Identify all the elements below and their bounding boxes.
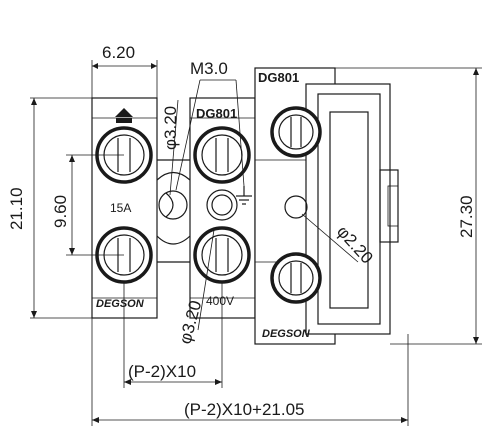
screw-top-middle <box>193 126 251 184</box>
dim-height-pitch: 9.60 <box>51 195 70 228</box>
mounting-hole-right <box>284 195 308 219</box>
up-arrow-icon <box>115 108 133 123</box>
dim-width-module: 6.20 <box>102 43 135 62</box>
dim-height-overall-right: 27.30 <box>457 195 476 238</box>
dimension-lines <box>30 60 482 426</box>
label-brand-left: DEGSON <box>96 298 145 310</box>
mounting-hole-left <box>158 190 188 220</box>
dim-length-formula: (P-2)X10+21.05 <box>184 400 305 419</box>
label-model-side: DG801 <box>258 70 299 85</box>
ground-icon <box>236 186 252 205</box>
screw-bottom-right <box>270 252 322 304</box>
label-model-top: DG801 <box>196 106 237 121</box>
dim-hole-dia-top: φ3.20 <box>161 106 180 150</box>
right-housing-body <box>254 67 399 345</box>
mounting-hole-center <box>206 189 238 221</box>
dim-hole-dia-bottom: φ3.20 <box>176 298 206 346</box>
label-voltage-rating: 400V <box>206 294 234 308</box>
screw-bottom-middle <box>193 226 251 284</box>
dim-height-overall-left: 21.10 <box>7 187 26 230</box>
dim-pitch-formula: (P-2)X10 <box>128 362 196 381</box>
label-brand-right: DEGSON <box>262 328 311 340</box>
dim-screw-size: M3.0 <box>190 59 228 78</box>
label-current-rating: 15A <box>110 201 131 215</box>
screw-top-right <box>270 106 322 158</box>
